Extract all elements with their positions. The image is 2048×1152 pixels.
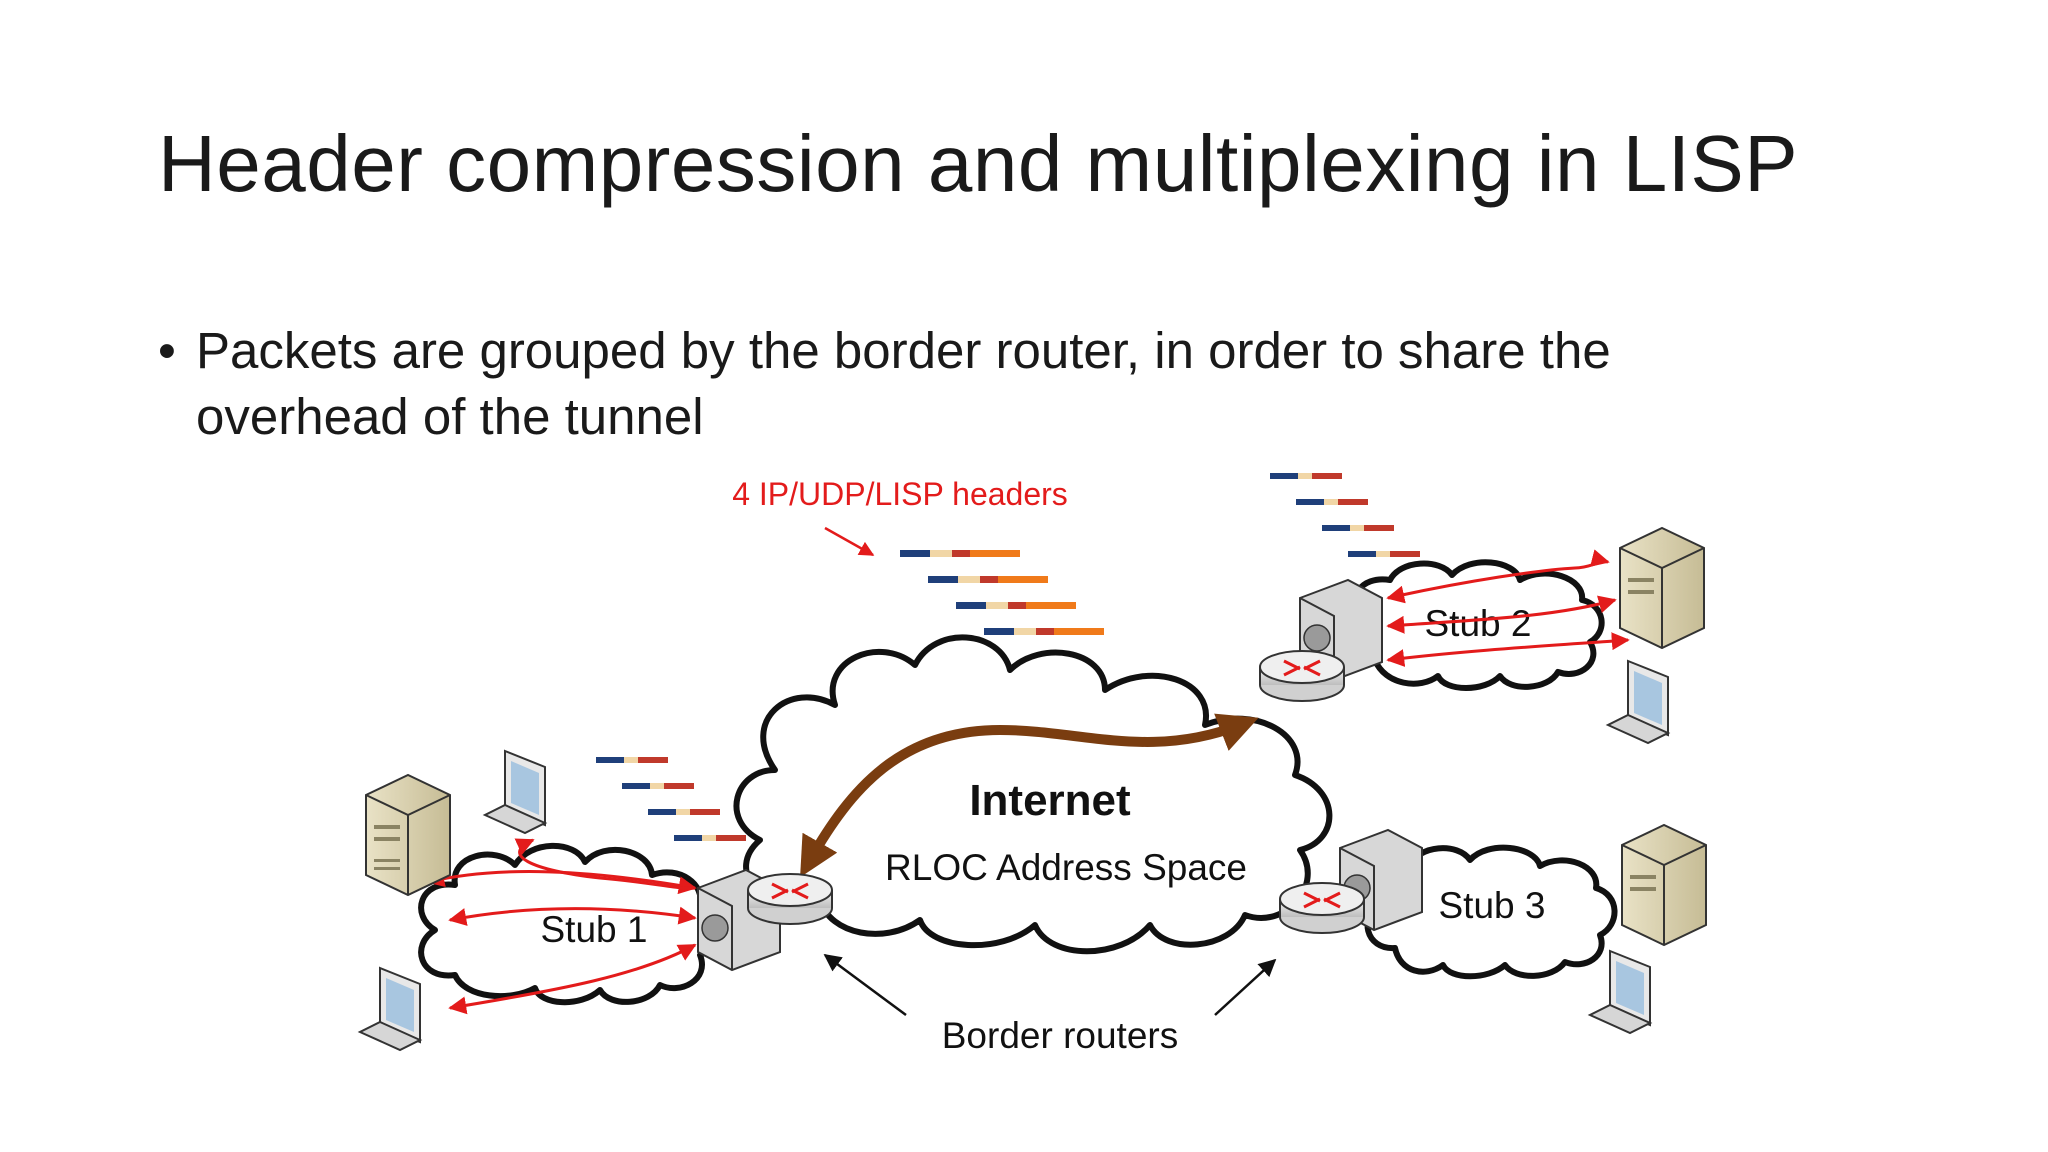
border-routers-label: Border routers bbox=[942, 1015, 1179, 1056]
tunnel-arrow bbox=[800, 713, 1259, 878]
stub1-flows bbox=[426, 838, 697, 1015]
border-router-stub1 bbox=[697, 868, 833, 972]
slide-title: Header compression and multiplexing in L… bbox=[158, 119, 1799, 208]
stub1-label: Stub 1 bbox=[541, 909, 648, 950]
server-icon bbox=[365, 773, 451, 897]
router-icon bbox=[1279, 882, 1365, 934]
stub2-flows bbox=[1386, 549, 1630, 667]
internet-label: Internet bbox=[969, 776, 1131, 825]
bullet-item: • Packets are grouped by the border rout… bbox=[158, 318, 1958, 450]
border-router-pointer-right bbox=[1214, 958, 1277, 1016]
workstation-icon bbox=[357, 966, 423, 1052]
server-icon bbox=[1619, 526, 1705, 650]
header-stack-stub1 bbox=[596, 757, 746, 841]
workstation-icon bbox=[1605, 659, 1671, 745]
headers-label: 4 IP/UDP/LISP headers bbox=[732, 476, 1068, 512]
rloc-label: RLOC Address Space bbox=[885, 847, 1247, 888]
header-stack-large bbox=[900, 550, 1104, 635]
border-router-stub3 bbox=[1279, 828, 1423, 934]
border-router-stub2 bbox=[1259, 578, 1383, 702]
bullet-text: Packets are grouped by the border router… bbox=[196, 322, 1611, 445]
router-icon bbox=[747, 873, 833, 925]
bullet-list: • Packets are grouped by the border rout… bbox=[158, 318, 1958, 450]
border-router-pointer-left bbox=[823, 953, 907, 1017]
router-icon bbox=[1259, 650, 1345, 702]
headers-pointer bbox=[824, 526, 875, 557]
server-icon bbox=[1621, 823, 1707, 947]
header-stack-stub2 bbox=[1270, 473, 1420, 557]
stub3-label: Stub 3 bbox=[1439, 885, 1546, 926]
bullet-dot-icon: • bbox=[158, 322, 176, 379]
workstation-icon bbox=[482, 749, 548, 835]
workstation-icon bbox=[1587, 949, 1653, 1035]
